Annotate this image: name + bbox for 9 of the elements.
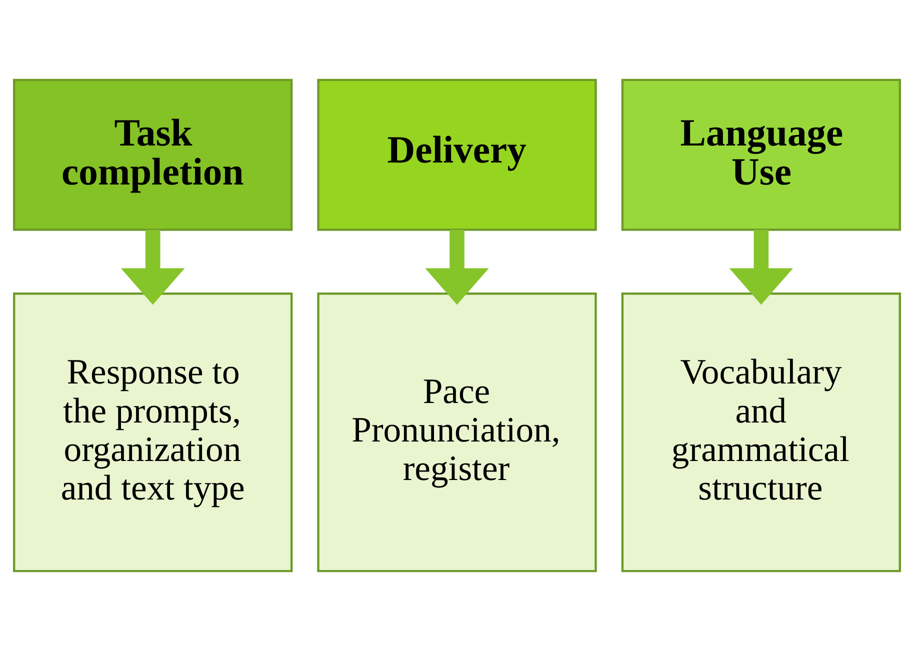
node-box: Language Use: [621, 78, 902, 231]
node-box: Vocabulary and grammatical structure: [621, 292, 902, 572]
node-box: Pace Pronunciation, register: [317, 292, 597, 572]
arrow: [120, 230, 185, 305]
node-box: Response to the prompts, organization and text type: [12, 292, 293, 572]
arrow: [729, 230, 794, 305]
arrow: [425, 230, 489, 305]
node-box: Delivery: [317, 78, 597, 231]
node-box: Task completion: [12, 78, 293, 231]
